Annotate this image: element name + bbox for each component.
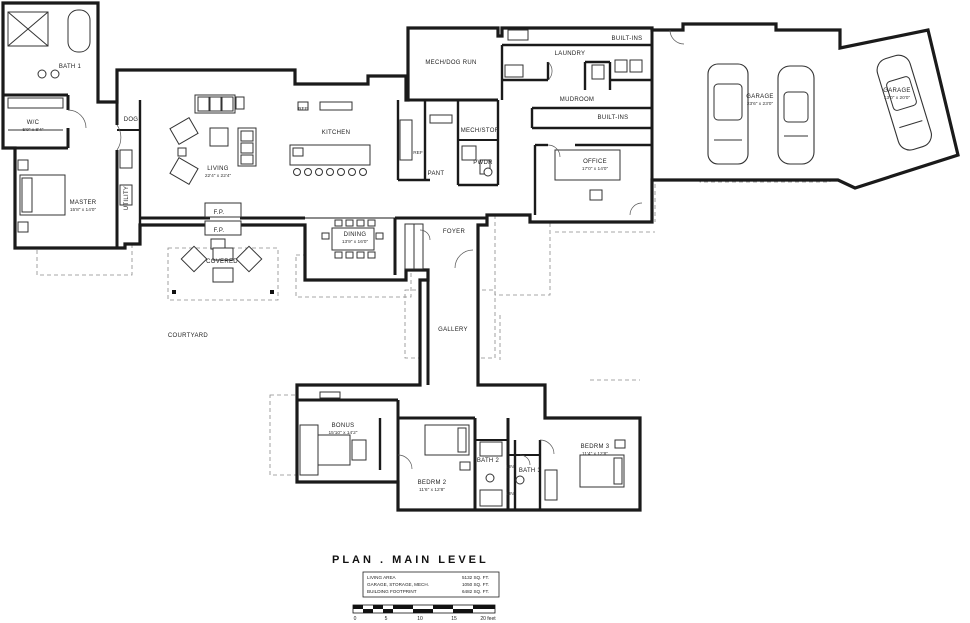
mudroom-label: MUDROOM (560, 97, 594, 103)
master-dimension: 15'8" x 14'0" (70, 207, 97, 213)
area-row-label: GARAGE, STORAGE, MECH. (367, 582, 429, 587)
dining-dimension: 13'9" x 16'0" (342, 239, 369, 245)
car-icon (777, 65, 815, 165)
courtyard-label: COURTYARD (168, 333, 209, 339)
powder-label: PWDR (473, 160, 493, 166)
mech-dog-run-label: MECH/DOG RUN (425, 60, 476, 66)
plan-title: PLAN . MAIN LEVEL (332, 554, 489, 566)
garage-2-dimension: 13'0" x 20'0" (884, 95, 911, 101)
bath-3-label: BATH 3 (519, 468, 542, 474)
area-table: LIVING AREA 5132 SQ. FT. GARAGE, STORAGE… (362, 571, 500, 598)
fireplace-label-1: F.P. (214, 210, 225, 216)
scale-tick-label: 15 (451, 616, 457, 622)
gallery-label: GALLERY (438, 327, 468, 333)
bedroom-2-label: BEDRM 2 (418, 480, 447, 486)
garage-1-dimension: 23'6" x 23'0" (747, 101, 774, 107)
car-icon (876, 54, 932, 151)
room-labels: BATH 1 W/C 5'0" x 8'4" MASTER 15'8" x 14… (23, 36, 911, 497)
car-icon (707, 63, 749, 165)
living-dimension: 22'4" x 22'4" (205, 173, 232, 179)
area-row-value: 5132 SQ. FT. (462, 575, 489, 580)
area-row-label: BUILDING FOOTPRINT (367, 589, 417, 594)
utility-label: UTILITY (124, 186, 130, 210)
dog-label: DOG (124, 117, 139, 123)
office-dimension: 17'0" x 14'0" (582, 166, 609, 172)
office-label: OFFICE (583, 159, 607, 165)
exterior-walls (1, 1, 960, 512)
scale-tick-label: 0 (354, 616, 357, 622)
bonus-dimension: 15'10" x 14'2" (329, 430, 358, 436)
bedroom-3-dimension: 11'4" x 12'8" (582, 451, 608, 457)
bonus-label: BONUS (332, 423, 355, 429)
area-row-label: LIVING AREA (367, 575, 397, 580)
linen-label-1: LIN (506, 464, 514, 470)
interior-walls (3, 30, 654, 510)
scale-tick-label: 5 (385, 616, 388, 622)
scale-tick-label: 10 (417, 616, 423, 622)
laundry-label: LAUNDRY (555, 51, 586, 57)
wic-label: W/C (27, 120, 40, 126)
scale-bar: 0 5 10 15 20 feet (352, 604, 496, 622)
bedroom-3-label: BEDRM 3 (581, 444, 610, 450)
pantry-label: PANT (428, 171, 445, 177)
covered-label: COVERED (206, 259, 238, 265)
ref-label-2: REF (298, 106, 308, 112)
bath1-label: BATH 1 (59, 64, 82, 70)
foyer-label: FOYER (443, 229, 466, 235)
master-label: MASTER (70, 200, 97, 206)
garage-1-label: GARAGE (746, 94, 773, 100)
dining-label: DINING (344, 232, 367, 238)
fixtures (7, 9, 932, 507)
garage-2-label: GARAGE (883, 88, 910, 94)
bath-2-label: BATH 2 (477, 458, 500, 464)
built-ins-label-1: BUILT-INS (612, 36, 643, 42)
area-row-value: 6482 SQ. FT. (462, 589, 489, 594)
door-swings (67, 29, 685, 470)
wic-dimension: 5'0" x 8'4" (23, 127, 44, 133)
area-row-value: 1050 SQ. FT. (462, 582, 489, 587)
scale-tick-label: 20 feet (480, 616, 496, 622)
kitchen-label: KITCHEN (322, 130, 350, 136)
mech-stor-label: MECH/STOR (461, 128, 500, 134)
built-ins-label-2: BUILT-INS (598, 115, 629, 121)
fireplace-label-2: F.P. (214, 228, 225, 234)
linen-label-2: LIN (506, 491, 514, 497)
living-label: LIVING (207, 166, 229, 172)
ref-label: REF (413, 150, 423, 156)
bedroom-2-dimension: 11'6" x 12'8" (419, 487, 445, 493)
